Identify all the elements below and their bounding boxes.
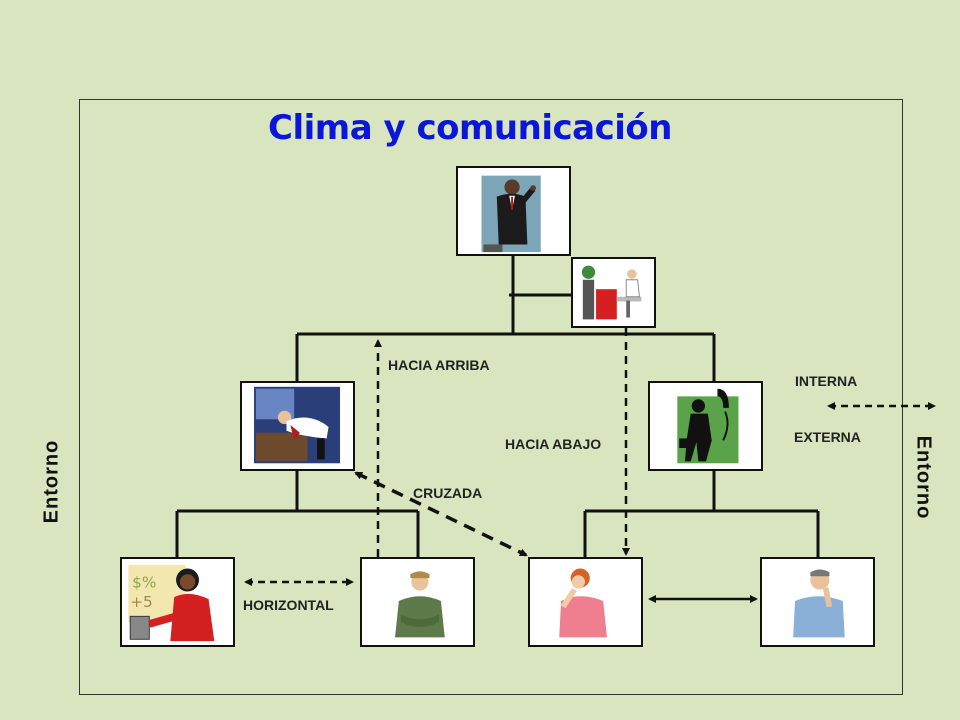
secretary-node xyxy=(571,257,656,328)
phone-silhouette-icon xyxy=(677,388,739,464)
label-crossed: CRUZADA xyxy=(413,485,483,501)
director-node xyxy=(456,166,571,256)
label-internal: INTERNA xyxy=(795,373,858,389)
label-downward: HACIA ABAJO xyxy=(505,436,602,452)
accountant-node: $% +5 xyxy=(120,557,235,647)
environment-label-left: Entorno xyxy=(40,439,63,524)
crossed-arrow xyxy=(354,471,528,557)
svg-text:$%: $% xyxy=(132,574,156,592)
thinking-woman-node xyxy=(528,557,643,647)
crossed-arms-node xyxy=(360,557,475,647)
receptionist-desk-icon xyxy=(581,265,642,320)
diagram-frame xyxy=(79,99,903,695)
label-horizontal: HORIZONTAL xyxy=(243,597,334,613)
man-arms-crossed-icon xyxy=(395,571,445,638)
label-upward: HACIA ARRIBA xyxy=(388,357,490,373)
right-manager-node xyxy=(648,381,763,471)
sleeping-worker-icon xyxy=(254,386,341,464)
left-manager-node xyxy=(240,381,355,471)
calculating-woman-icon: $% +5 xyxy=(128,564,215,642)
thinking-man-node xyxy=(760,557,875,647)
svg-text:+5: +5 xyxy=(130,593,153,611)
environment-label-right: Entorno xyxy=(912,435,935,520)
businessman-phone-icon xyxy=(481,175,541,253)
thinking-woman-icon xyxy=(559,568,607,638)
page-title: Clima y comunicación xyxy=(268,108,672,148)
label-external: EXTERNA xyxy=(794,429,861,445)
thinking-man-icon xyxy=(793,569,845,638)
